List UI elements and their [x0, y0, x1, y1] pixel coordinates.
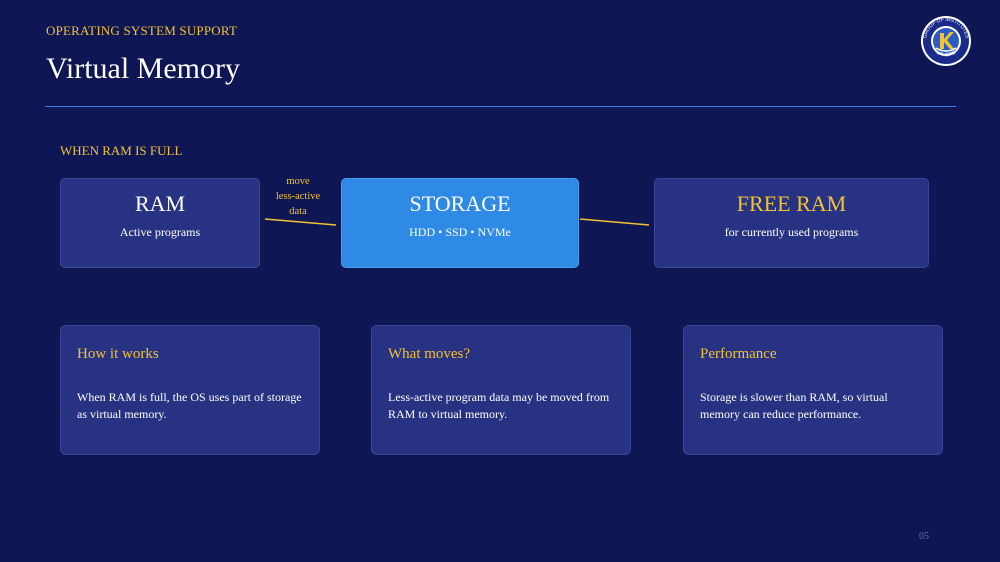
- edge-label-line: move: [286, 176, 310, 187]
- edge-label-move-data: move less-active data: [268, 174, 328, 219]
- node-ram-title: RAM: [134, 191, 186, 216]
- institute-logo: GROUP OF INSTITUTES LAHORE: [921, 16, 971, 66]
- slide-kicker: OPERATING SYSTEM SUPPORT: [46, 23, 238, 38]
- edge-storage-to-free-ram: [579, 218, 650, 226]
- info-card-what-moves: What moves? Less-active program data may…: [371, 325, 631, 455]
- info-card-performance: Performance Storage is slower than RAM, …: [683, 325, 943, 455]
- card-body: When RAM is full, the OS uses part of st…: [77, 390, 302, 421]
- node-free-ram-subtitle: for currently used programs: [724, 225, 859, 239]
- node-storage-title: STORAGE: [409, 191, 511, 216]
- edge-label-line: less-active: [275, 191, 321, 202]
- node-storage-subtitle: HDD • SSD • NVMe: [409, 225, 511, 239]
- edge-ram-to-storage: [264, 218, 337, 226]
- card-body: Storage is slower than RAM, so virtual m…: [700, 390, 888, 421]
- slide-title: Virtual Memory: [46, 52, 240, 85]
- info-card-how-it-works: How it works When RAM is full, the OS us…: [60, 325, 320, 455]
- card-heading: Performance: [700, 346, 777, 362]
- diagram-section-label: WHEN RAM IS FULL: [60, 143, 183, 158]
- node-free-ram-title: FREE RAM: [736, 191, 847, 216]
- card-heading: How it works: [77, 346, 159, 362]
- card-heading: What moves?: [388, 346, 471, 362]
- logo-text-bottom: LAHORE: [935, 49, 957, 58]
- node-ram-subtitle: Active programs: [119, 225, 201, 239]
- header-divider: [45, 106, 956, 107]
- node-free-ram: FREE RAM for currently used programs: [654, 178, 929, 268]
- edge-label-line: data: [289, 206, 307, 217]
- node-storage: STORAGE HDD • SSD • NVMe: [341, 178, 579, 268]
- node-ram: RAM Active programs: [60, 178, 260, 268]
- card-body: Less-active program data may be moved fr…: [388, 390, 610, 421]
- page-number: 05: [919, 531, 929, 542]
- svg-text:LAHORE: LAHORE: [935, 49, 957, 58]
